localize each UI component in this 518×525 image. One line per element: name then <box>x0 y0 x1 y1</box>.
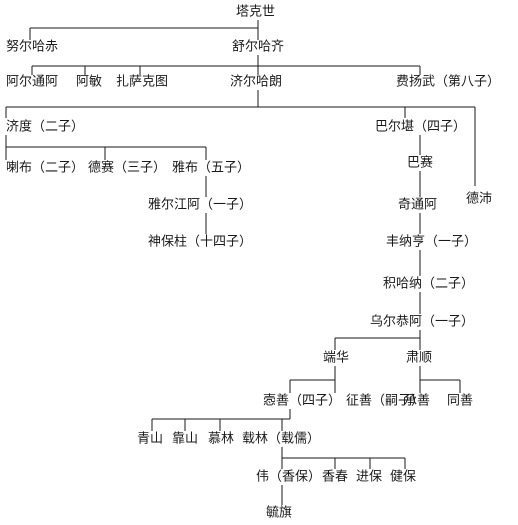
person-jidu: 济度（二子） <box>6 119 84 135</box>
person-yarjiyanga: 雅尔江阿（一子） <box>148 198 252 213</box>
tree-connectors <box>5 20 476 505</box>
person-nurhaci: 努尔哈赤 <box>6 40 58 55</box>
person-jianbao: 健保 <box>390 470 416 485</box>
person-yuqi: 毓旗 <box>266 505 292 521</box>
person-desai: 德赛（三子） <box>88 160 166 176</box>
person-sushun: 肃顺 <box>406 351 432 366</box>
person-shurhaci: 舒尔哈齐 <box>232 39 284 55</box>
person-jasaktu: 扎萨克图 <box>116 75 168 90</box>
person-mulin: 慕林 <box>208 432 234 447</box>
person-jinbao: 进保 <box>356 470 382 485</box>
person-yabu: 雅布（五子） <box>172 161 250 176</box>
person-fengnaheng: 丰纳亨（一子） <box>386 234 477 250</box>
person-depei: 德沛 <box>466 192 492 207</box>
person-jitungga: 奇通阿 <box>398 197 437 213</box>
person-wei: 伟（香保） <box>256 470 321 485</box>
person-yishan: 悫善（四子） <box>263 393 341 409</box>
person-tashishi: 塔克世 <box>236 5 275 20</box>
person-chengshan: 承善 <box>404 393 430 409</box>
person-fiyanggu: 费扬武（第八子） <box>396 75 500 90</box>
person-amin: 阿敏 <box>76 75 102 90</box>
person-ulgungga: 乌尔恭阿（一子） <box>370 314 474 330</box>
person-shenbaozhu: 神保柱（十四子） <box>148 235 252 250</box>
person-artungga: 阿尔通阿 <box>6 75 58 90</box>
person-xiangchun: 香春 <box>322 470 348 485</box>
person-duanhua: 端华 <box>323 351 349 366</box>
person-kaoshan: 靠山 <box>172 432 198 447</box>
person-zhengshan: 征善（嗣子） <box>346 393 424 409</box>
person-jihana: 积哈纳（二子） <box>383 277 474 292</box>
person-qingshan: 青山 <box>137 432 163 447</box>
person-bassai: 巴赛 <box>407 155 433 171</box>
person-barkan: 巴尔堪（四子） <box>375 120 466 135</box>
person-jirgalang: 济尔哈朗 <box>230 75 282 90</box>
person-zailin: 载林（载儒） <box>242 432 320 447</box>
person-labu: 喇布（二子） <box>6 161 84 176</box>
person-tongshan: 同善 <box>447 393 473 409</box>
tree-nodes: 塔克世努尔哈赤 舒尔哈齐阿尔通阿 阿敏扎萨克图 济尔哈朗 费扬武（第八子） 济度（二子） 巴… <box>6 5 500 521</box>
